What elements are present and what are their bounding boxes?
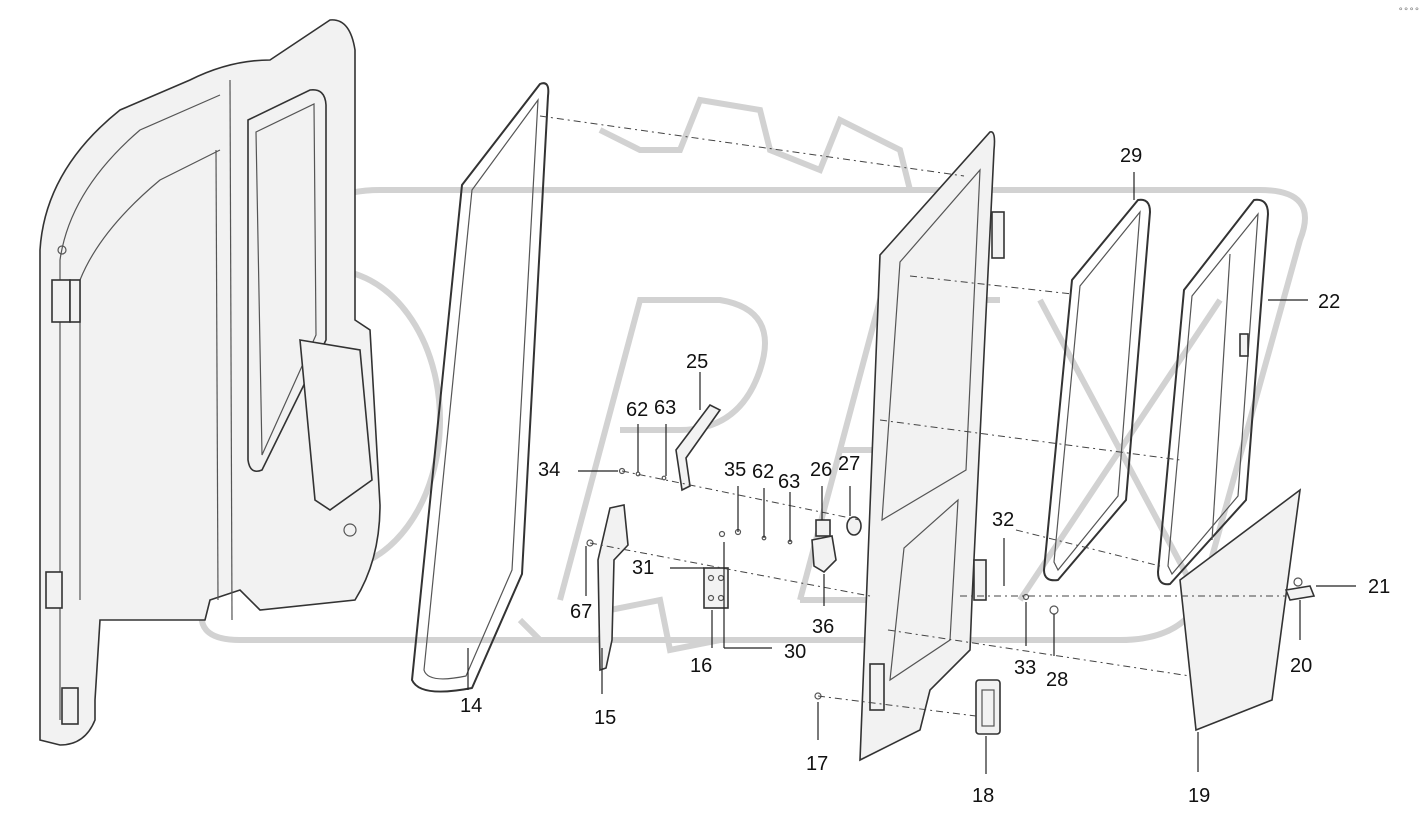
callout-67: 67 xyxy=(570,601,592,623)
callout-15: 15 xyxy=(594,707,616,729)
part-29-window-frame xyxy=(1043,198,1151,582)
part-20-latch xyxy=(1284,577,1316,601)
callout-26: 26 xyxy=(810,459,832,481)
part-15-hinge-strip xyxy=(597,504,629,672)
callout-35: 35 xyxy=(724,459,746,481)
callout-21: 21 xyxy=(1368,576,1390,598)
callout-25: 25 xyxy=(686,351,708,373)
callout-14: 14 xyxy=(460,695,482,717)
leader-lines xyxy=(467,172,1356,774)
door-panel xyxy=(859,131,1005,762)
callout-18: 18 xyxy=(972,785,994,807)
callout-labels: 14 15 16 17 18 19 20 21 22 25 26 27 28 2… xyxy=(460,145,1390,807)
callout-20: 20 xyxy=(1290,655,1312,677)
corner-mark: °°°° xyxy=(1398,7,1420,17)
callout-36: 36 xyxy=(812,616,834,638)
callout-63a: 63 xyxy=(654,397,676,419)
callout-29: 29 xyxy=(1120,145,1142,167)
callout-22: 22 xyxy=(1318,291,1340,313)
callout-27: 27 xyxy=(838,453,860,475)
callout-28: 28 xyxy=(1046,669,1068,691)
callout-30: 30 xyxy=(784,641,806,663)
callout-32: 32 xyxy=(992,509,1014,531)
callout-34: 34 xyxy=(538,459,560,481)
callout-31: 31 xyxy=(632,557,654,579)
callout-62a: 62 xyxy=(626,399,648,421)
callout-19: 19 xyxy=(1188,785,1210,807)
alignment-lines xyxy=(539,115,1286,717)
part-19-lower-trim-panel xyxy=(1179,488,1302,732)
callout-16: 16 xyxy=(690,655,712,677)
part-18-inner-handle xyxy=(975,679,1001,735)
part-22-sliding-window xyxy=(1157,198,1269,586)
callout-17: 17 xyxy=(806,753,828,775)
part-14-door-seal xyxy=(411,82,550,693)
callout-33: 33 xyxy=(1014,657,1036,679)
callout-62b: 62 xyxy=(752,461,774,483)
callout-63b: 63 xyxy=(778,471,800,493)
part-25-handle-bracket xyxy=(675,403,722,492)
door-frame-assembly xyxy=(39,19,381,746)
part-36-lock-assembly xyxy=(811,516,862,574)
